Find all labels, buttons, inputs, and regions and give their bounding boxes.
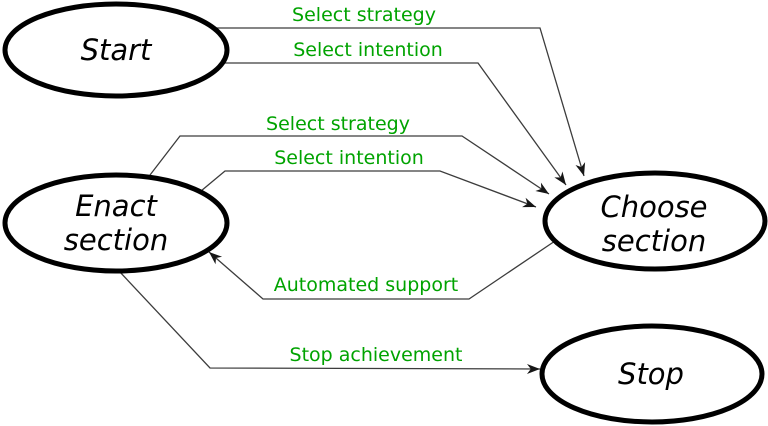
enact-section-node-label-line1: Enact: [75, 189, 158, 223]
node-start: Start: [2, 1, 230, 99]
edges-layer: [118, 27, 586, 374]
edge-enact-to-choose-select-strategy: [149, 135, 550, 195]
edge-label-select-strategy-top: Select strategy: [292, 4, 436, 26]
node-choose-section: Choose section: [542, 170, 768, 272]
edge-enact-to-stop-stop-achievement: [118, 270, 541, 374]
edge-label-stop-achievement: Stop achievement: [290, 344, 463, 366]
choose-section-node-ellipse: [542, 170, 768, 272]
stop-node-label: Stop: [618, 357, 684, 391]
edge-label-select-intention-mid: Select intention: [274, 147, 424, 169]
edge-start-to-choose-select-strategy: [214, 27, 586, 177]
node-stop: Stop: [539, 323, 765, 425]
start-node-label: Start: [81, 33, 153, 67]
choose-section-node-label-line1: Choose: [600, 190, 707, 224]
edge-labels-layer: Select strategy Select intention Select …: [266, 4, 462, 366]
start-node-ellipse: [2, 1, 230, 99]
node-enact-section: Enact section: [2, 172, 230, 274]
stop-node-ellipse: [539, 323, 765, 425]
edge-label-automated-support: Automated support: [274, 274, 458, 296]
enact-section-node-label-line2: section: [64, 223, 168, 257]
enact-section-node-ellipse: [2, 172, 230, 274]
edge-start-to-choose-select-intention: [223, 62, 567, 186]
edge-choose-to-enact-automated-support: [208, 240, 556, 300]
edge-enact-to-choose-select-intention: [200, 170, 537, 208]
choose-section-node-label-line2: section: [602, 224, 706, 258]
edge-label-select-intention-top: Select intention: [293, 39, 443, 61]
edge-label-select-strategy-mid: Select strategy: [266, 113, 410, 135]
